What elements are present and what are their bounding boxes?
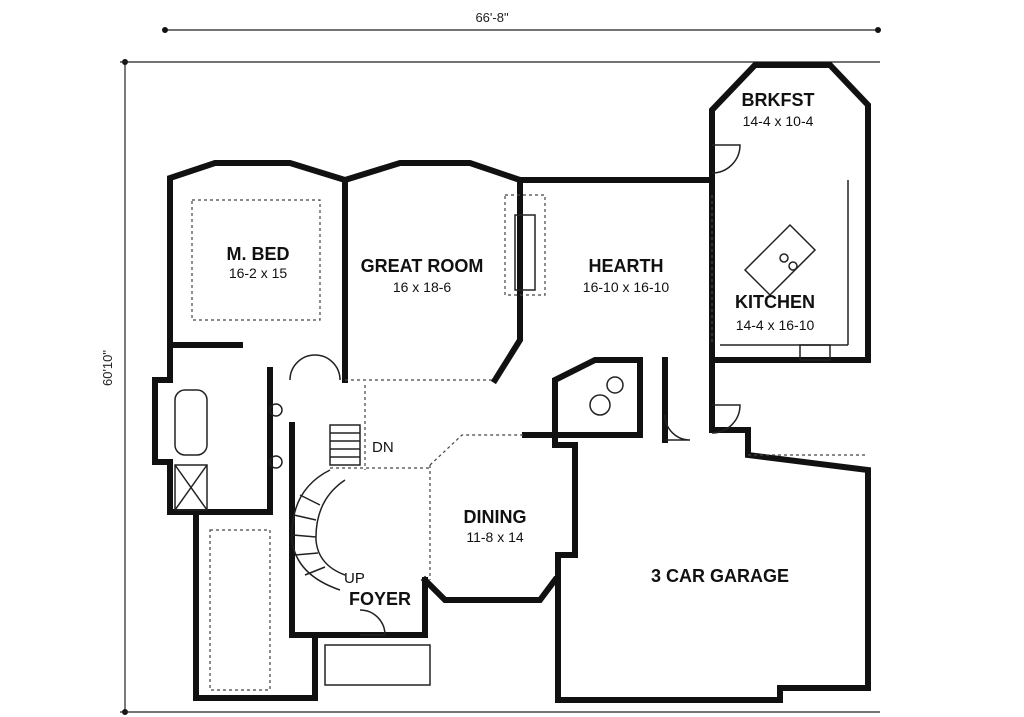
stairs-down-label: DN — [372, 439, 394, 456]
room-dining-size: 11-8 x 14 — [466, 529, 524, 545]
room-dining-name: DINING — [464, 507, 527, 527]
dimension-lines: 66'-8" 60'10" — [100, 10, 881, 715]
room-labels: M. BED 16-2 x 15 GREAT ROOM 16 x 18-6 HE… — [227, 90, 816, 609]
fixtures — [174, 144, 868, 691]
stairs-up-label: UP — [344, 570, 365, 587]
room-foyer-name: FOYER — [349, 589, 411, 609]
room-master-bed-size: 16-2 x 15 — [229, 265, 288, 281]
room-breakfast-size: 14-4 x 10-4 — [743, 113, 814, 129]
walls — [152, 62, 871, 703]
overall-width-label: 66'-8" — [475, 10, 509, 25]
room-breakfast-name: BRKFST — [742, 90, 815, 110]
room-great-room-size: 16 x 18-6 — [393, 279, 452, 295]
room-great-room-name: GREAT ROOM — [361, 256, 484, 276]
room-hearth-name: HEARTH — [589, 256, 664, 276]
room-kitchen-name: KITCHEN — [735, 292, 815, 312]
room-kitchen-size: 14-4 x 16-10 — [736, 317, 815, 333]
room-master-bed-name: M. BED — [227, 244, 290, 264]
overall-depth-label: 60'10" — [100, 350, 115, 386]
room-garage-name: 3 CAR GARAGE — [651, 566, 789, 586]
room-hearth-size: 16-10 x 16-10 — [583, 279, 670, 295]
